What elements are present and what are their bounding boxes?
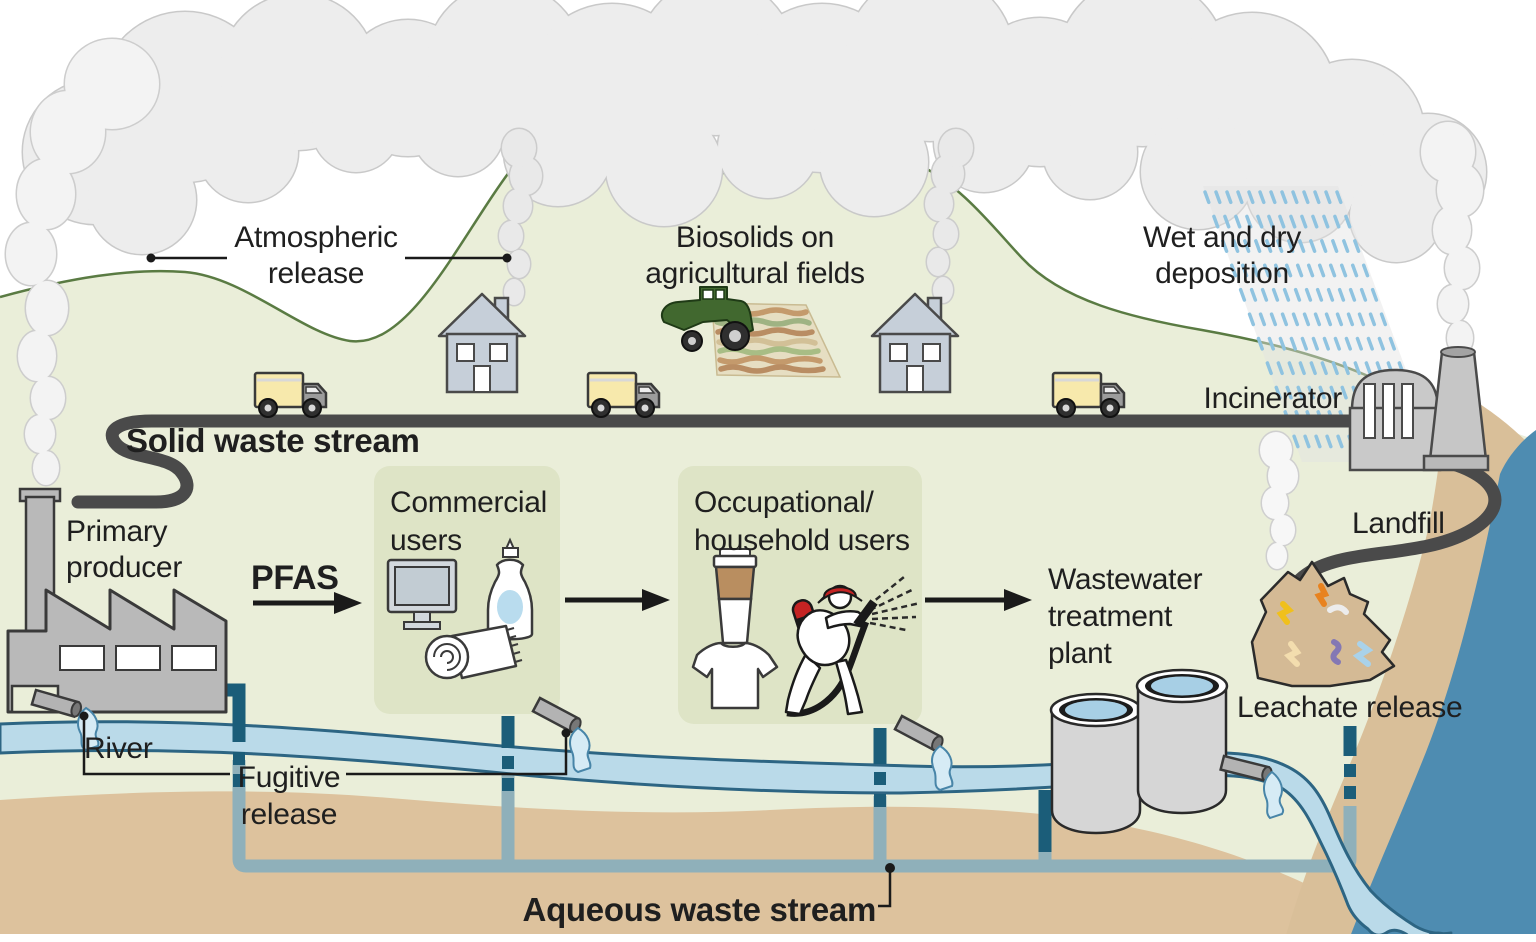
atmospheric-release-label: Atmospheric [234,221,398,254]
tractor-icon [660,286,754,352]
tshirt-icon [691,641,779,710]
atmospheric-release-label: release [268,257,364,290]
pfas-label: PFAS [251,559,339,597]
wet-dry-deposition-label: deposition [1155,257,1289,290]
landfill-label: Landfill [1352,507,1445,540]
wastewater-plant-label: treatment [1048,600,1173,633]
towel-icon [424,624,523,680]
commercial-users-label: users [390,524,462,557]
arrow-head [642,589,670,611]
factory-icon [6,487,228,752]
bottom-margin [0,934,1536,942]
fugitive-release-label: Fugitive [238,761,341,794]
wet-dry-deposition-label: Wet and dry [1143,221,1301,254]
arrow-head [334,592,362,614]
leachate-release-label: Leachate release [1237,691,1462,724]
outfall-pipe-icon [531,696,592,774]
primary-producer-label: producer [66,551,182,584]
firefighter-icon [784,576,921,717]
biosolids-label: Biosolids on [676,221,834,254]
incinerator-label: Incinerator [1204,382,1343,415]
outfall-pipe-icon [1219,754,1273,783]
commercial-users-label: Commercial [390,486,547,519]
occupational-users-label: household users [694,524,910,557]
treatment-tanks-icon [1049,668,1285,835]
primary-producer-label: Primary [66,515,168,548]
wastewater-plant-label: Wastewater [1048,563,1203,596]
fugitive-pipes [222,683,1357,852]
callouts [79,253,895,908]
ocean [1348,430,1536,942]
aqueous-waste-stream-label: Aqueous waste stream [523,891,876,928]
spray-bottle-icon [486,537,534,641]
wastewater-plant-label: plant [1048,637,1113,670]
solid-waste-stream-label: Solid waste stream [126,422,420,459]
coffee-cup-icon [712,548,758,645]
occupational-users-label: Occupational/ [694,486,875,519]
flow-arrows [253,589,1032,614]
landfill-pile-icon [1250,560,1396,688]
incinerator-icon [1348,346,1490,472]
monitor-icon [386,558,458,630]
fugitive-release-label: release [241,798,337,831]
biosolids-label: agricultural fields [645,257,864,290]
arrow-head [1004,589,1032,611]
outfall-pipe-icon [893,714,954,792]
labels: Atmospheric release Biosolids on agricul… [66,221,1463,928]
river-label: River [84,732,153,765]
